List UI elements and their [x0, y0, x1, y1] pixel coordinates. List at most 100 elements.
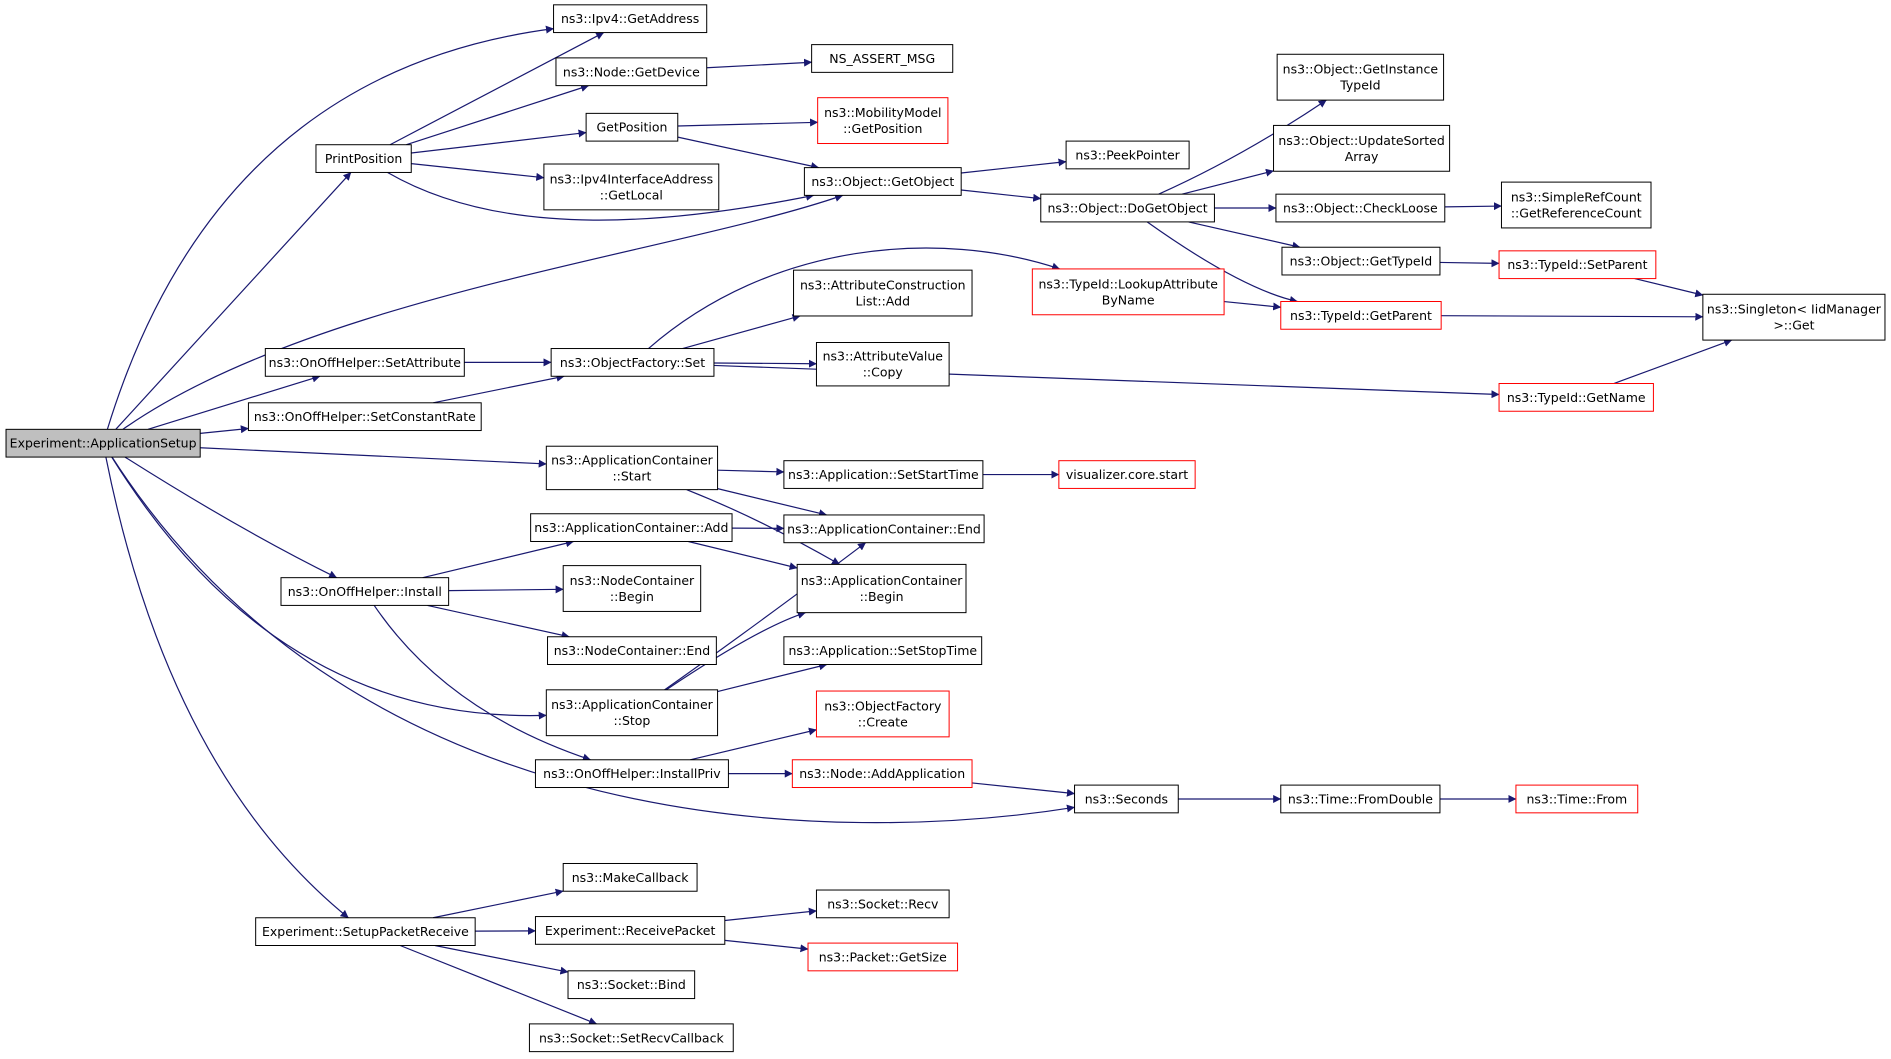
node-install[interactable]: ns3::OnOffHelper::Install	[280, 577, 450, 606]
node-getobject[interactable]: ns3::Object::GetObject	[803, 167, 962, 196]
node-singleton[interactable]: ns3::Singleton< IidManager>::Get	[1702, 293, 1886, 341]
node-getrefcount[interactable]: ns3::SimpleRefCount::GetReferenceCount	[1500, 181, 1652, 229]
node-attrcopy[interactable]: ns3::AttributeValue::Copy	[815, 342, 950, 387]
edge-arrow	[971, 782, 1075, 797]
node-label: ::Create	[858, 714, 908, 729]
node-ncend[interactable]: ns3::NodeContainer::End	[547, 636, 717, 666]
node-makecb[interactable]: ns3::MakeCallback	[562, 862, 698, 892]
node-box	[1281, 246, 1441, 276]
node-printpos[interactable]: PrintPosition	[315, 144, 412, 173]
node-acadd[interactable]: ns3::ApplicationContainer::Add	[530, 513, 733, 542]
node-getname[interactable]: ns3::TypeId::GetName	[1498, 383, 1654, 412]
node-getlocal[interactable]: ns3::Ipv4InterfaceAddress::GetLocal	[543, 163, 720, 211]
edge-recvpkt-to-getsize	[724, 939, 809, 953]
edge-arrow	[389, 32, 605, 146]
node-viscore[interactable]: visualizer.core.start	[1058, 460, 1196, 489]
node-box	[783, 636, 983, 666]
node-label: ns3::TypeId::GetName	[1507, 390, 1646, 405]
node-acend[interactable]: ns3::ApplicationContainer::End	[783, 514, 985, 544]
node-setparent[interactable]: ns3::TypeId::SetParent	[1498, 250, 1657, 280]
edge-root-to-acstart	[200, 447, 547, 468]
node-setrecvcb[interactable]: ns3::Socket::SetRecvCallback	[528, 1023, 734, 1053]
node-root[interactable]: Experiment::ApplicationSetup	[5, 428, 201, 458]
node-box	[783, 514, 985, 544]
node-label: ns3::ObjectFactory::Set	[560, 355, 705, 370]
edge-arrow	[724, 939, 809, 953]
node-gettypeid[interactable]: ns3::Object::GetTypeId	[1281, 246, 1441, 276]
edge-arrow	[1439, 259, 1500, 268]
node-getdevice[interactable]: ns3::Node::GetDevice	[555, 57, 708, 87]
node-setconst[interactable]: ns3::OnOffHelper::SetConstantRate	[247, 402, 482, 432]
node-timefrom[interactable]: ns3::Time::From	[1515, 784, 1639, 814]
node-dogetobj[interactable]: ns3::Object::DoGetObject	[1040, 193, 1215, 223]
edge-arrow	[1181, 168, 1274, 195]
node-box	[585, 112, 679, 142]
node-setstart[interactable]: ns3::Application::SetStartTime	[783, 460, 984, 489]
node-getsize[interactable]: ns3::Packet::GetSize	[807, 942, 959, 972]
node-label: ::Stop	[614, 713, 651, 728]
nodes-layer: Experiment::ApplicationSetup PrintPositio…	[5, 4, 1886, 1053]
node-label: ns3::PeekPointer	[1075, 147, 1180, 162]
node-fromdouble[interactable]: ns3::Time::FromDouble	[1280, 784, 1441, 814]
node-box	[1074, 784, 1179, 814]
node-setattr[interactable]: ns3::OnOffHelper::SetAttribute	[264, 348, 465, 377]
node-ipv4addr[interactable]: ns3::Ipv4::GetAddress	[553, 4, 708, 34]
node-label: ns3::TypeId::GetParent	[1290, 308, 1432, 323]
node-box	[803, 167, 962, 196]
node-label: ns3::Ipv4::GetAddress	[561, 11, 699, 26]
node-installpriv[interactable]: ns3::OnOffHelper::InstallPriv	[534, 759, 729, 789]
node-acbegin[interactable]: ns3::ApplicationContainer::Begin	[796, 563, 967, 614]
edge-arrow	[717, 488, 827, 518]
node-getpos[interactable]: GetPosition	[585, 112, 679, 142]
edge-objfactset-to-attrcopy	[713, 359, 817, 368]
node-label: ::GetReferenceCount	[1511, 206, 1642, 221]
edges-layer	[105, 25, 1733, 1025]
node-sockrecv[interactable]: ns3::Socket::Recv	[815, 889, 950, 919]
node-ofcreate[interactable]: ns3::ObjectFactory::Create	[815, 690, 950, 738]
edge-root-to-ipv4addr	[106, 25, 554, 430]
edge-setparent-to-singleton	[1634, 278, 1704, 298]
node-acstart[interactable]: ns3::ApplicationContainer::Start	[545, 445, 719, 491]
node-getparent[interactable]: ns3::TypeId::GetParent	[1280, 300, 1442, 330]
node-label: ns3::OnOffHelper::InstallPriv	[543, 766, 721, 781]
node-label: ns3::AttributeConstruction	[800, 278, 966, 293]
node-seconds[interactable]: ns3::Seconds	[1074, 784, 1179, 814]
edge-acadd-to-acbegin	[688, 540, 798, 571]
edge-setconst-to-objfactset	[433, 373, 565, 404]
node-addapp[interactable]: ns3::Node::AddApplication	[791, 759, 973, 789]
edge-setuppkt-to-setrecvcb	[399, 944, 597, 1025]
edge-arrow	[1188, 221, 1301, 250]
node-sockbind[interactable]: ns3::Socket::Bind	[567, 970, 696, 1000]
node-label: visualizer.core.start	[1066, 467, 1188, 482]
node-label: ns3::Seconds	[1085, 791, 1168, 806]
node-setstop[interactable]: ns3::Application::SetStopTime	[783, 636, 983, 666]
edge-printpos-to-getpos	[411, 129, 587, 154]
node-box	[562, 862, 698, 892]
node-ncbegin[interactable]: ns3::NodeContainer::Begin	[562, 565, 702, 612]
node-recvpkt[interactable]: Experiment::ReceivePacket	[534, 916, 726, 945]
node-peekptr[interactable]: ns3::PeekPointer	[1065, 140, 1190, 170]
node-box	[815, 889, 950, 919]
node-setuppkt[interactable]: Experiment::SetupPacketReceive	[255, 917, 476, 947]
node-label: Experiment::ApplicationSetup	[10, 436, 197, 451]
edge-arrow	[200, 447, 547, 468]
edge-arrow	[111, 456, 547, 720]
edge-arrow	[122, 194, 844, 430]
edge-arrow	[664, 542, 866, 691]
edge-arrow	[411, 163, 545, 181]
node-checkloose[interactable]: ns3::Object::CheckLoose	[1275, 193, 1446, 223]
edge-getobject-to-dogetobj	[961, 189, 1042, 202]
node-mmgetpos[interactable]: ns3::MobilityModel::GetPosition	[817, 97, 949, 145]
edge-arrow	[688, 540, 798, 571]
edge-arrow	[422, 539, 574, 579]
node-box	[793, 269, 973, 317]
node-label: PrintPosition	[325, 151, 402, 166]
node-assert[interactable]: NS_ASSERT_MSG	[811, 44, 954, 73]
edge-arrow	[399, 944, 597, 1025]
node-acstop[interactable]: ns3::ApplicationContainer::Stop	[545, 689, 719, 737]
node-objfactset[interactable]: ns3::ObjectFactory::Set	[550, 348, 715, 377]
